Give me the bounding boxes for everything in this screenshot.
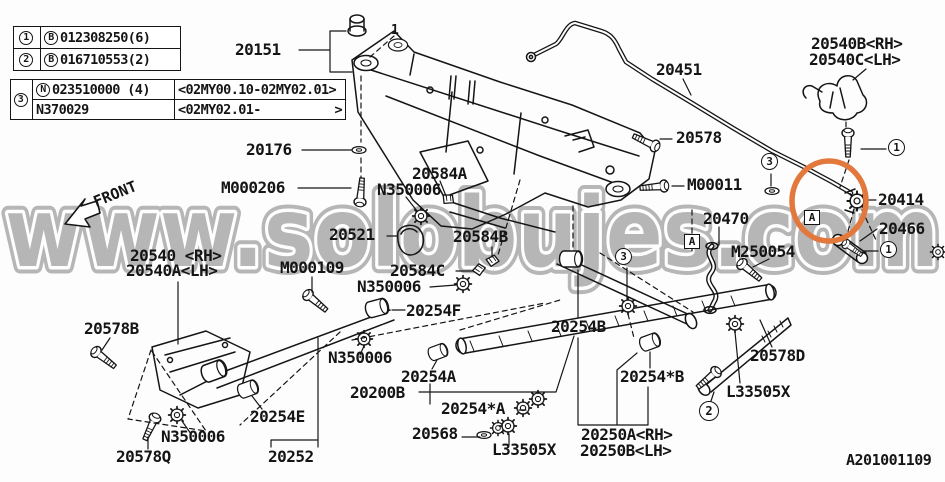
part-label-20578: 20578	[676, 128, 722, 147]
bushing-20254A	[425, 341, 451, 363]
part-label-20584B: 20584B	[453, 227, 508, 246]
part-label-20584A: 20584A	[412, 164, 467, 183]
prefix-badge: B	[44, 30, 58, 45]
part-label-N350006-4: N350006	[161, 427, 225, 446]
diagram-ref-code: A201001109	[846, 451, 932, 469]
part-label-20254B: 20254B	[551, 317, 606, 336]
stabilizer-bar	[525, 20, 854, 196]
part-label-L33505X-1: L33505X	[492, 440, 556, 459]
leader-lines	[101, 30, 887, 450]
part-number: 016710553(2)	[60, 51, 151, 68]
lateral-link-20250	[455, 283, 777, 355]
stopper-20521	[397, 224, 425, 256]
part-label-20451: 20451	[656, 60, 702, 79]
svg-text:www.solobujes.com: www.solobujes.com	[5, 177, 939, 289]
callout-circle-3a: 3	[761, 153, 778, 170]
table-row: N370029 <02MY02.01->	[32, 99, 345, 119]
part-label-20540C: 20540C<LH>	[809, 50, 901, 69]
part-label-M00011: M00011	[687, 175, 742, 194]
callout-circle-3b: 3	[615, 248, 632, 265]
highlight-circle	[789, 158, 869, 244]
bushing-20254B	[637, 331, 663, 353]
part-number: N370029	[36, 101, 89, 118]
part-label-20540-RH: 20540 <RH>	[130, 246, 222, 265]
part-label-M250054: M250054	[731, 242, 795, 261]
svg-text:www.solobujes.com: www.solobujes.com	[5, 177, 939, 289]
part-label-L33505X-2: L33505X	[726, 382, 790, 401]
part-label-20540A-LH: 20540A<LH>	[126, 261, 218, 280]
part-label-20176: 20176	[246, 140, 292, 159]
part-label-M000109: M000109	[280, 258, 344, 277]
part-label-20200B: 20200B	[350, 383, 405, 402]
watermark: www.solobujes.com www.solobujes.com www.…	[0, 170, 945, 297]
prefix-badge: N	[36, 82, 50, 97]
part-label-20578B: 20578B	[84, 319, 139, 338]
part-label-20578Q: 20578Q	[116, 447, 171, 466]
callout-circle-2: 2	[699, 401, 719, 421]
subframe-crossmember	[347, 14, 656, 233]
part-label-N350006-1: N350006	[377, 180, 441, 199]
callout-box-A2: A	[684, 234, 700, 249]
part-label-20466: 20466	[879, 219, 925, 238]
prefix-badge: B	[44, 52, 58, 67]
part-label-20250B-LH: 20250B<LH>	[580, 441, 672, 460]
stabilizer-bracket	[802, 74, 868, 121]
callout-num: 1	[19, 30, 33, 45]
part-label-20254F: 20254F	[406, 301, 461, 320]
support-link-20470	[703, 241, 719, 315]
part-label-M000206: M000206	[221, 178, 285, 197]
part-label-20521: 20521	[329, 225, 375, 244]
part-label-20568: 20568	[412, 424, 458, 443]
model-year-range: <02MY00.10-02MY02.01>	[178, 81, 337, 98]
part-label-20254E: 20254E	[250, 407, 305, 426]
model-year-range: <02MY02.01-	[178, 101, 261, 118]
callout-num: 2	[19, 52, 33, 67]
callout-circle-1a: 1	[888, 139, 905, 156]
part-label-20151: 20151	[235, 40, 281, 59]
callout-box-A1: A	[804, 210, 820, 225]
part-label-20252: 20252	[268, 447, 314, 466]
callout-circle-1b: 1	[880, 241, 897, 258]
part-label-20540B: 20540B<RH>	[811, 34, 903, 53]
part-label-20578D: 20578D	[750, 346, 805, 365]
part-label-20254-B: 20254*B	[620, 367, 684, 386]
part-label-20584C: 20584C	[390, 261, 445, 280]
part-number: 023510000 (4)	[52, 81, 150, 98]
dashed-guides	[127, 35, 877, 432]
part-label-N350006-2: N350006	[357, 277, 421, 296]
position-marker-1: 1	[391, 23, 399, 38]
callout-num: 3	[13, 92, 28, 107]
bushing-20254F	[363, 296, 391, 320]
part-label-20470: 20470	[703, 209, 749, 228]
part-label-20414: 20414	[878, 190, 924, 209]
svg-text:www.solobujes.com: www.solobujes.com	[5, 177, 939, 289]
part-label-20250A-RH: 20250A<RH>	[581, 425, 673, 444]
part-number: 012308250(6)	[60, 29, 151, 46]
part-label-N350006-3: N350006	[328, 348, 392, 367]
part-label-20254-A: 20254*A	[441, 399, 505, 418]
part-label-20254A: 20254A	[401, 367, 456, 386]
